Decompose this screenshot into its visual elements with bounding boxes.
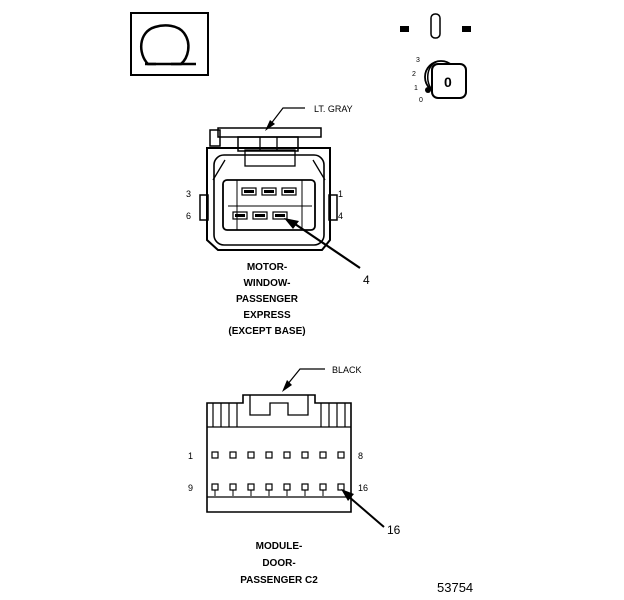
motor-name-line-5: (EXCEPT BASE) <box>228 326 305 337</box>
ground-omega-icon <box>130 12 209 76</box>
module-name-line-2: DOOR- <box>262 558 295 569</box>
module-name-line-1: MODULE- <box>256 541 303 552</box>
motor-name-line-3: PASSENGER <box>236 294 299 305</box>
pin-label-3: 3 <box>186 189 191 199</box>
motor-name-line-4: EXPRESS <box>243 310 291 321</box>
figure-number: 53754 <box>437 580 473 595</box>
key-position-0: 0 <box>419 97 423 104</box>
black-label: BLACK <box>332 365 362 375</box>
key-position-1: 1 <box>414 85 418 92</box>
ignition-key-icon: 3 2 1 0 0 <box>400 13 471 104</box>
motor-name-line-1: MOTOR- <box>247 262 287 273</box>
lt-gray-label: LT. GRAY <box>314 104 353 114</box>
pin-label-8: 8 <box>358 451 363 461</box>
pin-label-1: 1 <box>188 451 193 461</box>
pin-label-4: 4 <box>338 211 343 221</box>
motor-name-line-2: WINDOW- <box>243 278 290 289</box>
pin-label-6: 6 <box>186 211 191 221</box>
key-letter: 0 <box>444 74 452 90</box>
pin-label-9: 9 <box>188 483 193 493</box>
key-position-3: 3 <box>416 57 420 64</box>
key-position-2: 2 <box>412 71 416 78</box>
callout-pin-4: 4 <box>363 273 370 287</box>
module-name-line-3: PASSENGER C2 <box>240 575 318 586</box>
module-door-connector: BLACK <box>188 365 401 586</box>
pin-label-1: 1 <box>338 189 343 199</box>
pin-label-16: 16 <box>358 483 368 493</box>
callout-pin-16: 16 <box>387 523 401 537</box>
motor-window-connector: LT. GRAY 3 1 <box>186 104 370 337</box>
